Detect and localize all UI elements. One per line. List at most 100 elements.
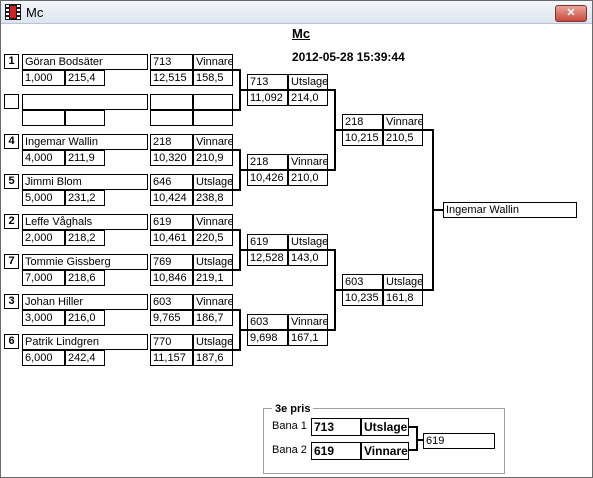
bracket-connector [334, 129, 342, 131]
player-value: 215,4 [65, 70, 105, 86]
time-field: 10,215 [342, 130, 383, 146]
result-field: Utslagen [193, 334, 233, 350]
bracket-connector [432, 209, 443, 211]
player-name: Jimmi Blom [22, 174, 148, 190]
time-field: 10,846 [150, 270, 193, 286]
title-bar[interactable]: Mc ✕ [1, 1, 592, 24]
player-name: Leffe Våghals [22, 214, 148, 230]
result-field: 219,1 [193, 270, 233, 286]
time-field: 769 [150, 254, 193, 270]
time-field: 603 [342, 274, 383, 290]
lane2-result: Vinnare [361, 442, 409, 460]
player-value: 1,000 [22, 70, 65, 86]
time-field: 619 [150, 214, 193, 230]
time-field: 646 [150, 174, 193, 190]
bracket-connector [328, 329, 335, 331]
bracket-connector [423, 289, 433, 291]
datetime-label: 2012-05-28 15:39:44 [292, 50, 405, 64]
player-value: 211,9 [65, 150, 105, 166]
time-field: 9,698 [247, 330, 288, 346]
player-value: 216,0 [65, 310, 105, 326]
time-field: 770 [150, 334, 193, 350]
close-button[interactable]: ✕ [555, 5, 587, 22]
result-field: Vinnare [288, 154, 328, 170]
bracket-connector [239, 169, 247, 171]
bracket-connector [328, 89, 335, 91]
player-value: 6,000 [22, 350, 65, 366]
class-heading: Mc [292, 26, 311, 41]
player-value [65, 110, 105, 126]
bracket-connector [233, 109, 240, 111]
result-field: Vinnare [193, 214, 233, 230]
lane2-time: 619 [311, 442, 361, 460]
result-field: Utslagen [288, 234, 328, 250]
player-value: 231,2 [65, 190, 105, 206]
result-field: 220,5 [193, 230, 233, 246]
result-field: 187,6 [193, 350, 233, 366]
lane1-result: Utslagen [361, 418, 409, 436]
player-value: 7,000 [22, 270, 65, 286]
bracket-connector [233, 189, 240, 191]
seed-number [4, 94, 19, 109]
bracket-connector [233, 309, 240, 311]
result-field: Vinnare [193, 54, 233, 70]
result-field: 143,0 [288, 250, 328, 266]
lane2-label: Bana 2 [272, 444, 307, 456]
bracket-connector [334, 289, 342, 291]
player-value: 5,000 [22, 190, 65, 206]
window-title: Mc [26, 5, 44, 20]
seed-number: 5 [4, 174, 19, 189]
player-name: Ingemar Wallin [22, 134, 148, 150]
result-field: 167,1 [288, 330, 328, 346]
time-field: 11,092 [247, 90, 288, 106]
seed-number: 3 [4, 294, 19, 309]
time-field: 10,320 [150, 150, 193, 166]
result-field: Vinnare [193, 134, 233, 150]
time-field: 9,765 [150, 310, 193, 326]
result-field: Utslagen [288, 74, 328, 90]
bracket-connector [233, 149, 240, 151]
bracket-connector [239, 249, 247, 251]
result-field: 161,8 [383, 290, 423, 306]
player-value: 2,000 [22, 230, 65, 246]
bracket-connector [233, 69, 240, 71]
result-field: 210,0 [288, 170, 328, 186]
seed-number: 7 [4, 254, 19, 269]
champion-field: Ingemar Wallin [443, 202, 577, 218]
result-field [193, 94, 233, 110]
player-name: Patrik Lindgren [22, 334, 148, 350]
result-field: Utslagen [193, 174, 233, 190]
player-value [22, 110, 65, 126]
time-field: 10,461 [150, 230, 193, 246]
player-name: Tommie Gissberg [22, 254, 148, 270]
time-field: 603 [247, 314, 288, 330]
result-field: 158,5 [193, 70, 233, 86]
third-place-group [263, 408, 505, 474]
time-field: 12,528 [247, 250, 288, 266]
time-field: 713 [150, 54, 193, 70]
third-place-connector [409, 449, 418, 451]
third-place-winner: 619 [423, 433, 495, 449]
player-value: 4,000 [22, 150, 65, 166]
time-field: 12,515 [150, 70, 193, 86]
time-field: 11,157 [150, 350, 193, 366]
time-field: 10,235 [342, 290, 383, 306]
time-field [150, 94, 193, 110]
time-field: 218 [150, 134, 193, 150]
time-field: 10,424 [150, 190, 193, 206]
player-value: 242,4 [65, 350, 105, 366]
result-field: 210,5 [383, 130, 423, 146]
third-place-connector [409, 426, 418, 428]
third-place-connector [416, 426, 418, 450]
bracket-connector [239, 89, 247, 91]
seed-number: 1 [4, 54, 19, 69]
result-field: 210,9 [193, 150, 233, 166]
bracket-connector [233, 229, 240, 231]
bracket-connector [328, 169, 335, 171]
result-field: Vinnare [288, 314, 328, 330]
bracket-connector [233, 349, 240, 351]
seed-number: 4 [4, 134, 19, 149]
lane1-label: Bana 1 [272, 420, 307, 432]
player-value: 3,000 [22, 310, 65, 326]
result-field: Vinnare [193, 294, 233, 310]
